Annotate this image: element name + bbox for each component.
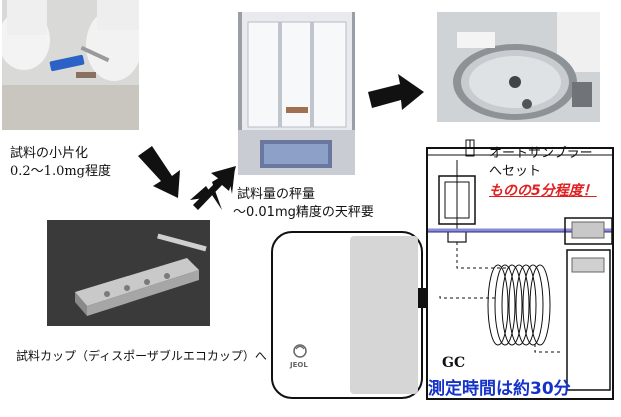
photo-analytical-balance <box>238 12 355 175</box>
autosampler-label-line1: オートサンプラー <box>489 146 593 161</box>
step1-label-line1: 試料の小片化 <box>10 146 89 161</box>
arrow-right-icon <box>368 74 424 110</box>
measurement-time: 測定時間は約30分 <box>428 379 571 399</box>
photo-sample-cup <box>47 220 210 326</box>
gc-label: GC <box>442 355 466 371</box>
brand-logo-text: JEOL <box>290 361 308 369</box>
arrow-up-icon <box>190 166 236 210</box>
step1-label-line2: 0.2～1.0mg程度 <box>10 164 111 179</box>
photo-sample-cutting <box>2 0 139 130</box>
step2-label-line2: ～0.01mg精度の天秤要 <box>233 205 374 220</box>
arrow-down-icon <box>138 146 180 198</box>
autosampler-time-note: ものの5分程度！ <box>489 183 597 199</box>
photo-autosampler-tray <box>437 12 600 122</box>
autosampler-label-line2: へセット <box>489 164 542 179</box>
step2-label-line1: 試料量の秤量 <box>237 187 316 202</box>
step3-label: 試料カップ（ディスポーザブルエコカップ）へ <box>16 349 267 363</box>
